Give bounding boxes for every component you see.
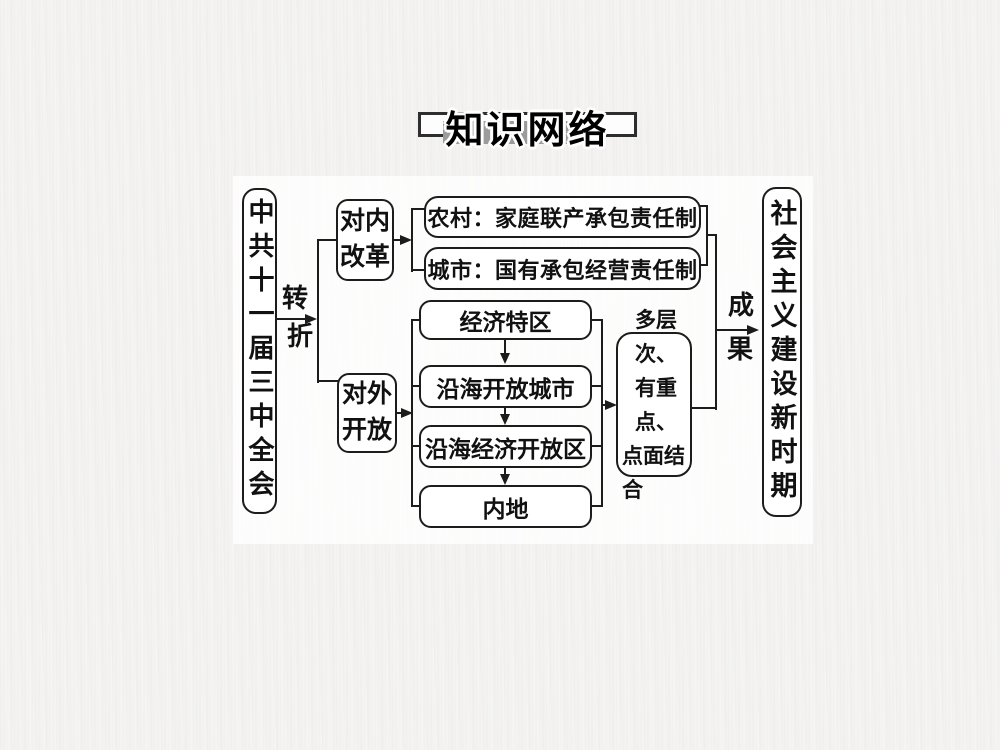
node-strategy-line1: 多层次、 (635, 307, 677, 366)
node-opening-up: 对外 开放 (337, 373, 397, 453)
node-opening-up-text: 对外 开放 (342, 377, 392, 449)
edge-strategy-line (602, 404, 607, 406)
bracket-zones-right-stub-3 (591, 445, 602, 447)
edge-label-outcome-bottom: 果 (727, 335, 754, 364)
node-strategy-line4: 合 (622, 477, 643, 502)
node-inland: 内地 (419, 485, 592, 528)
node-root: 中共十一届三中全会 (242, 188, 277, 514)
bracket-branches-top-stub (317, 239, 337, 241)
bracket-zones-left-stub-1 (411, 319, 420, 321)
bracket-reform-vertical (411, 208, 413, 272)
edge-strategy-right-link (691, 407, 717, 409)
node-coastal-zones: 沿海经济开放区 (419, 425, 592, 468)
edge-label-turn-top: 转 (282, 284, 309, 313)
edge-reform-arrowhead-icon (400, 235, 412, 245)
edge-urban-right-stub (700, 264, 708, 266)
node-internal-reform-text: 对内 改革 (340, 204, 390, 276)
node-strategy-line3: 点面结 (622, 443, 685, 468)
node-internal-reform-line2: 改革 (339, 244, 390, 271)
edge-opening-line (396, 412, 403, 414)
edge-root-line (277, 318, 307, 320)
bracket-zones-right-stub-4 (591, 505, 602, 507)
edge-merge-link (706, 234, 717, 236)
bracket-zones-left-stub-3 (411, 445, 420, 447)
edge-coastalzones-inland-arrowhead-icon (500, 474, 510, 485)
edge-strategy-arrowhead-icon (605, 400, 617, 410)
node-internal-reform-line1: 对内 (339, 208, 390, 235)
node-strategy-line2: 有重点、 (635, 375, 677, 434)
bracket-zones-left-stub-4 (411, 505, 420, 507)
edge-coastalzones-inland-line (504, 468, 506, 476)
node-result: 社会主义建设新时期 (762, 187, 802, 517)
edge-label-turn-bottom: 折 (287, 322, 314, 351)
edge-sez-coastalcities-line (504, 340, 506, 355)
page-title: 知识网络 (445, 110, 610, 152)
bracket-zones-right-vertical (601, 319, 603, 507)
edge-outcome-arrowhead-icon (747, 325, 759, 335)
bracket-reform-top-stub (411, 208, 425, 210)
node-strategy-text: 多层次、 有重点、 点面结 合 (622, 303, 690, 507)
node-rural: 农村：家庭联产承包责任制 (424, 196, 701, 238)
bracket-zones-right-stub-2 (591, 385, 602, 387)
edge-coastalcities-coastalzones-line (504, 408, 506, 416)
node-sez: 经济特区 (419, 300, 592, 340)
bracket-branches-bottom-stub (317, 380, 338, 382)
node-urban: 城市：国有承包经营责任制 (424, 247, 701, 290)
node-opening-up-line2: 开放 (341, 417, 392, 444)
bracket-zones-right-stub-1 (591, 319, 602, 321)
edge-reform-line (394, 239, 402, 241)
edge-label-outcome-top: 成 (728, 291, 755, 320)
edge-root-arrowhead-icon (305, 314, 317, 324)
node-strategy: 多层次、 有重点、 点面结 合 (616, 308, 692, 502)
title-banner (443, 121, 602, 144)
bracket-zones-left-stub-2 (411, 385, 420, 387)
bracket-branches-vertical (317, 239, 319, 383)
edge-outcome-line (716, 329, 749, 331)
edge-sez-coastalcities-arrowhead-icon (500, 353, 510, 364)
node-coastal-cities: 沿海开放城市 (419, 365, 592, 408)
merge-rail-vertical (715, 234, 717, 410)
bracket-reform-bottom-stub (411, 269, 425, 271)
edge-opening-arrowhead-icon (401, 408, 413, 418)
node-opening-up-line1: 对外 (341, 381, 392, 408)
node-internal-reform: 对内 改革 (336, 199, 394, 281)
bracket-zones-left-vertical (411, 319, 413, 507)
edge-coastalcities-coastalzones-arrowhead-icon (500, 414, 510, 425)
edge-rural-right-stub (700, 205, 708, 207)
